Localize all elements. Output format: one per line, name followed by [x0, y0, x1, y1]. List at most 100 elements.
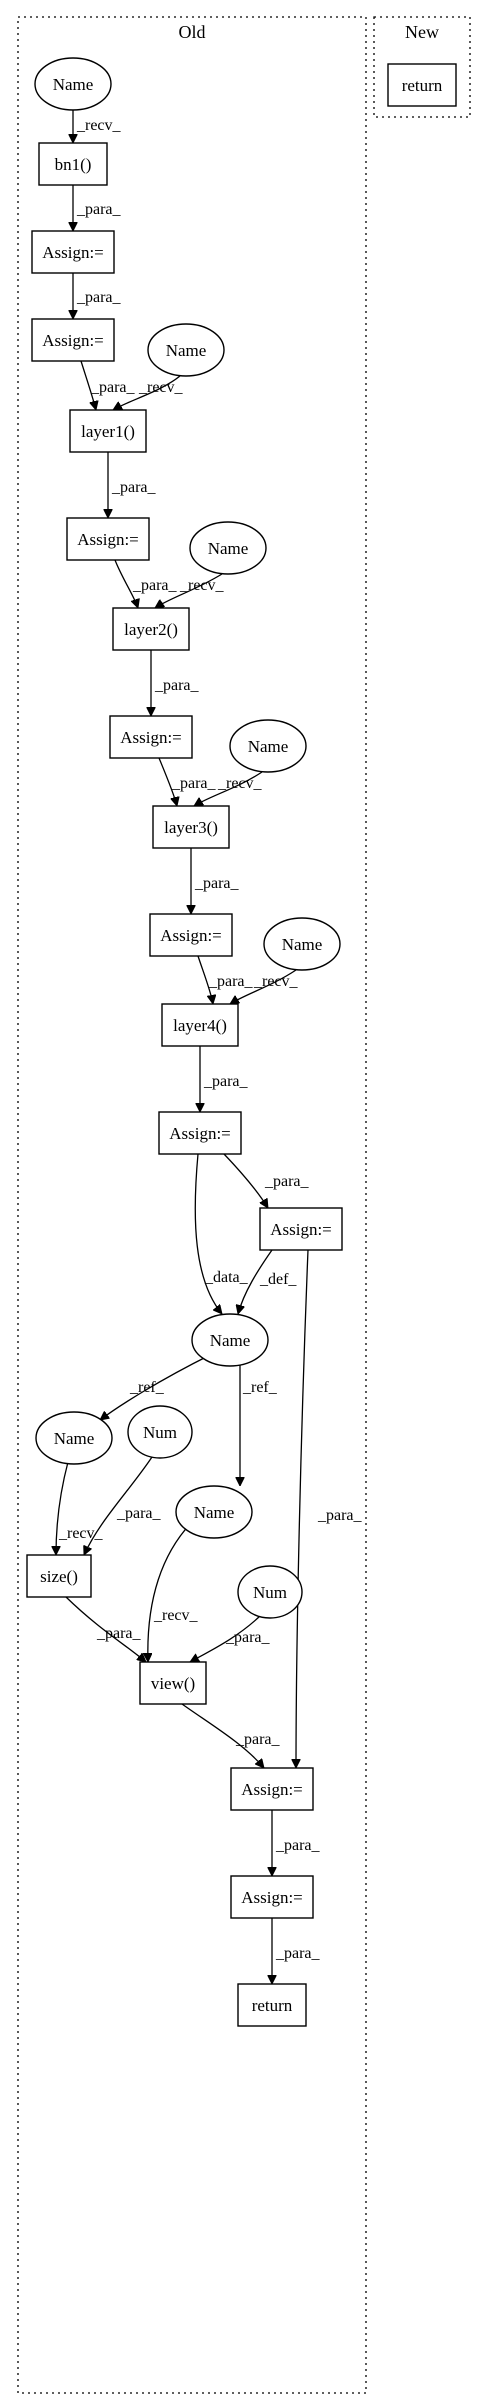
edge-label-recv: _recv_ [153, 1607, 199, 1624]
edge-label-ref: _ref_ [129, 1379, 165, 1396]
node-name-layer1[interactable] [147, 323, 225, 377]
cluster-new-title: New [405, 22, 439, 42]
node-view[interactable] [139, 1661, 207, 1705]
edge-label-para: _para_ [111, 479, 157, 496]
node-name-layer1-label: Name [166, 341, 207, 360]
cluster-old-title: Old [179, 22, 206, 42]
node-num-2-label: Num [253, 1583, 287, 1602]
node-layer4[interactable] [161, 1003, 239, 1047]
edge-label-para: _para_ [208, 973, 254, 990]
node-assign-3[interactable] [66, 517, 150, 561]
node-name-mid[interactable] [191, 1313, 269, 1367]
node-layer1[interactable] [69, 409, 147, 453]
node-view-label: view() [151, 1674, 195, 1693]
node-return-new[interactable] [387, 63, 457, 107]
node-name-layer2[interactable] [189, 521, 267, 575]
edge-assign7-to-assign8 [296, 1249, 309, 1768]
node-layer3[interactable] [152, 805, 230, 849]
node-num-2[interactable] [237, 1565, 303, 1619]
node-return-old[interactable] [237, 1983, 307, 2027]
edge-label-para: _para_ [275, 1837, 321, 1854]
node-assign-4-label: Assign:= [120, 728, 182, 747]
edge-label-para: _para_ [132, 577, 178, 594]
node-num-1[interactable] [127, 1405, 193, 1459]
node-name-top-label: Name [53, 75, 94, 94]
edge-assign2-to-layer1 [80, 360, 96, 410]
edge-assign7-to-name-def [238, 1249, 273, 1314]
node-name-mid-label: Name [210, 1331, 251, 1350]
node-assign-1-label: Assign:= [42, 243, 104, 262]
edge-name-to-layer1 [113, 375, 181, 411]
edge-assign6-to-name-data [194, 1153, 222, 1314]
edge-assign6-to-assign7 [223, 1153, 269, 1208]
edge-label-para: _para_ [171, 775, 217, 792]
node-assign-7[interactable] [259, 1207, 343, 1251]
edge-label-recv: _recv_ [76, 117, 122, 134]
node-layer3-label: layer3() [164, 818, 218, 837]
node-layer4-label: layer4() [173, 1016, 227, 1035]
edge-label-recv: _recv_ [138, 379, 184, 396]
node-assign-5-label: Assign:= [160, 926, 222, 945]
node-name-right-label: Name [194, 1503, 235, 1522]
node-bn1-label: bn1() [55, 155, 92, 174]
edge-label-recv: _recv_ [58, 1525, 104, 1542]
node-assign-4[interactable] [109, 715, 193, 759]
node-assign-5[interactable] [149, 913, 233, 957]
edge-num2-to-view [190, 1613, 263, 1663]
edge-label-para: _para_ [76, 201, 122, 218]
node-name-left[interactable] [35, 1411, 113, 1465]
edge-label-para: _para_ [116, 1505, 162, 1522]
edge-view-to-assign8 [181, 1703, 264, 1768]
edge-assign4-to-layer3 [158, 757, 177, 806]
edge-name-to-name-left [100, 1354, 211, 1420]
node-assign-7-label: Assign:= [270, 1220, 332, 1239]
edge-label-para: _para_ [194, 875, 240, 892]
node-name-layer3-label: Name [248, 737, 289, 756]
node-name-layer3[interactable] [229, 719, 307, 773]
edge-label-para: _para_ [96, 1625, 142, 1642]
node-bn1[interactable] [38, 142, 108, 186]
edge-name-to-layer4 [230, 969, 297, 1005]
edge-name-left-to-size [56, 1461, 69, 1555]
node-num-1-label: Num [143, 1423, 177, 1442]
node-return-new-label: return [402, 76, 443, 95]
node-name-layer4[interactable] [263, 917, 341, 971]
node-name-layer4-label: Name [282, 935, 323, 954]
node-name-right[interactable] [175, 1485, 253, 1539]
node-name-layer2-label: Name [208, 539, 249, 558]
node-assign-2[interactable] [31, 318, 115, 362]
edge-label-para: _para_ [76, 289, 122, 306]
node-assign-9-label: Assign:= [241, 1888, 303, 1907]
edge-label-para: _para_ [235, 1731, 281, 1748]
node-layer2-label: layer2() [124, 620, 178, 639]
edge-label-para: _para_ [264, 1173, 310, 1190]
node-assign-3-label: Assign:= [77, 530, 139, 549]
edge-label-para: _para_ [317, 1507, 363, 1524]
node-name-top[interactable] [34, 57, 112, 111]
edge-name-to-layer3 [194, 771, 263, 807]
cluster-new [373, 16, 471, 118]
node-size[interactable] [26, 1554, 92, 1598]
node-assign-6[interactable] [158, 1111, 242, 1155]
node-size-label: size() [40, 1567, 78, 1586]
node-assign-8-label: Assign:= [241, 1780, 303, 1799]
edge-num1-to-size [84, 1456, 153, 1555]
edge-label-recv: _recv_ [253, 973, 299, 990]
edge-assign5-to-layer4 [197, 955, 213, 1004]
edge-label-para: _para_ [275, 1945, 321, 1962]
edge-size-to-view [65, 1596, 146, 1662]
cluster-old [17, 16, 367, 2394]
edge-name-to-layer2 [155, 573, 223, 608]
edge-label-para: _para_ [203, 1073, 249, 1090]
node-assign-9[interactable] [230, 1875, 314, 1919]
edge-label-para: _para_ [154, 677, 200, 694]
edge-label-recv: _recv_ [179, 577, 225, 594]
node-assign-8[interactable] [230, 1767, 314, 1811]
node-layer1-label: layer1() [81, 422, 135, 441]
edge-label-para: _para_ [90, 379, 136, 396]
edge-label-para: _para_ [225, 1629, 271, 1646]
node-assign-1[interactable] [31, 230, 115, 274]
edge-label-def: _def_ [259, 1271, 297, 1288]
node-layer2[interactable] [112, 607, 190, 651]
